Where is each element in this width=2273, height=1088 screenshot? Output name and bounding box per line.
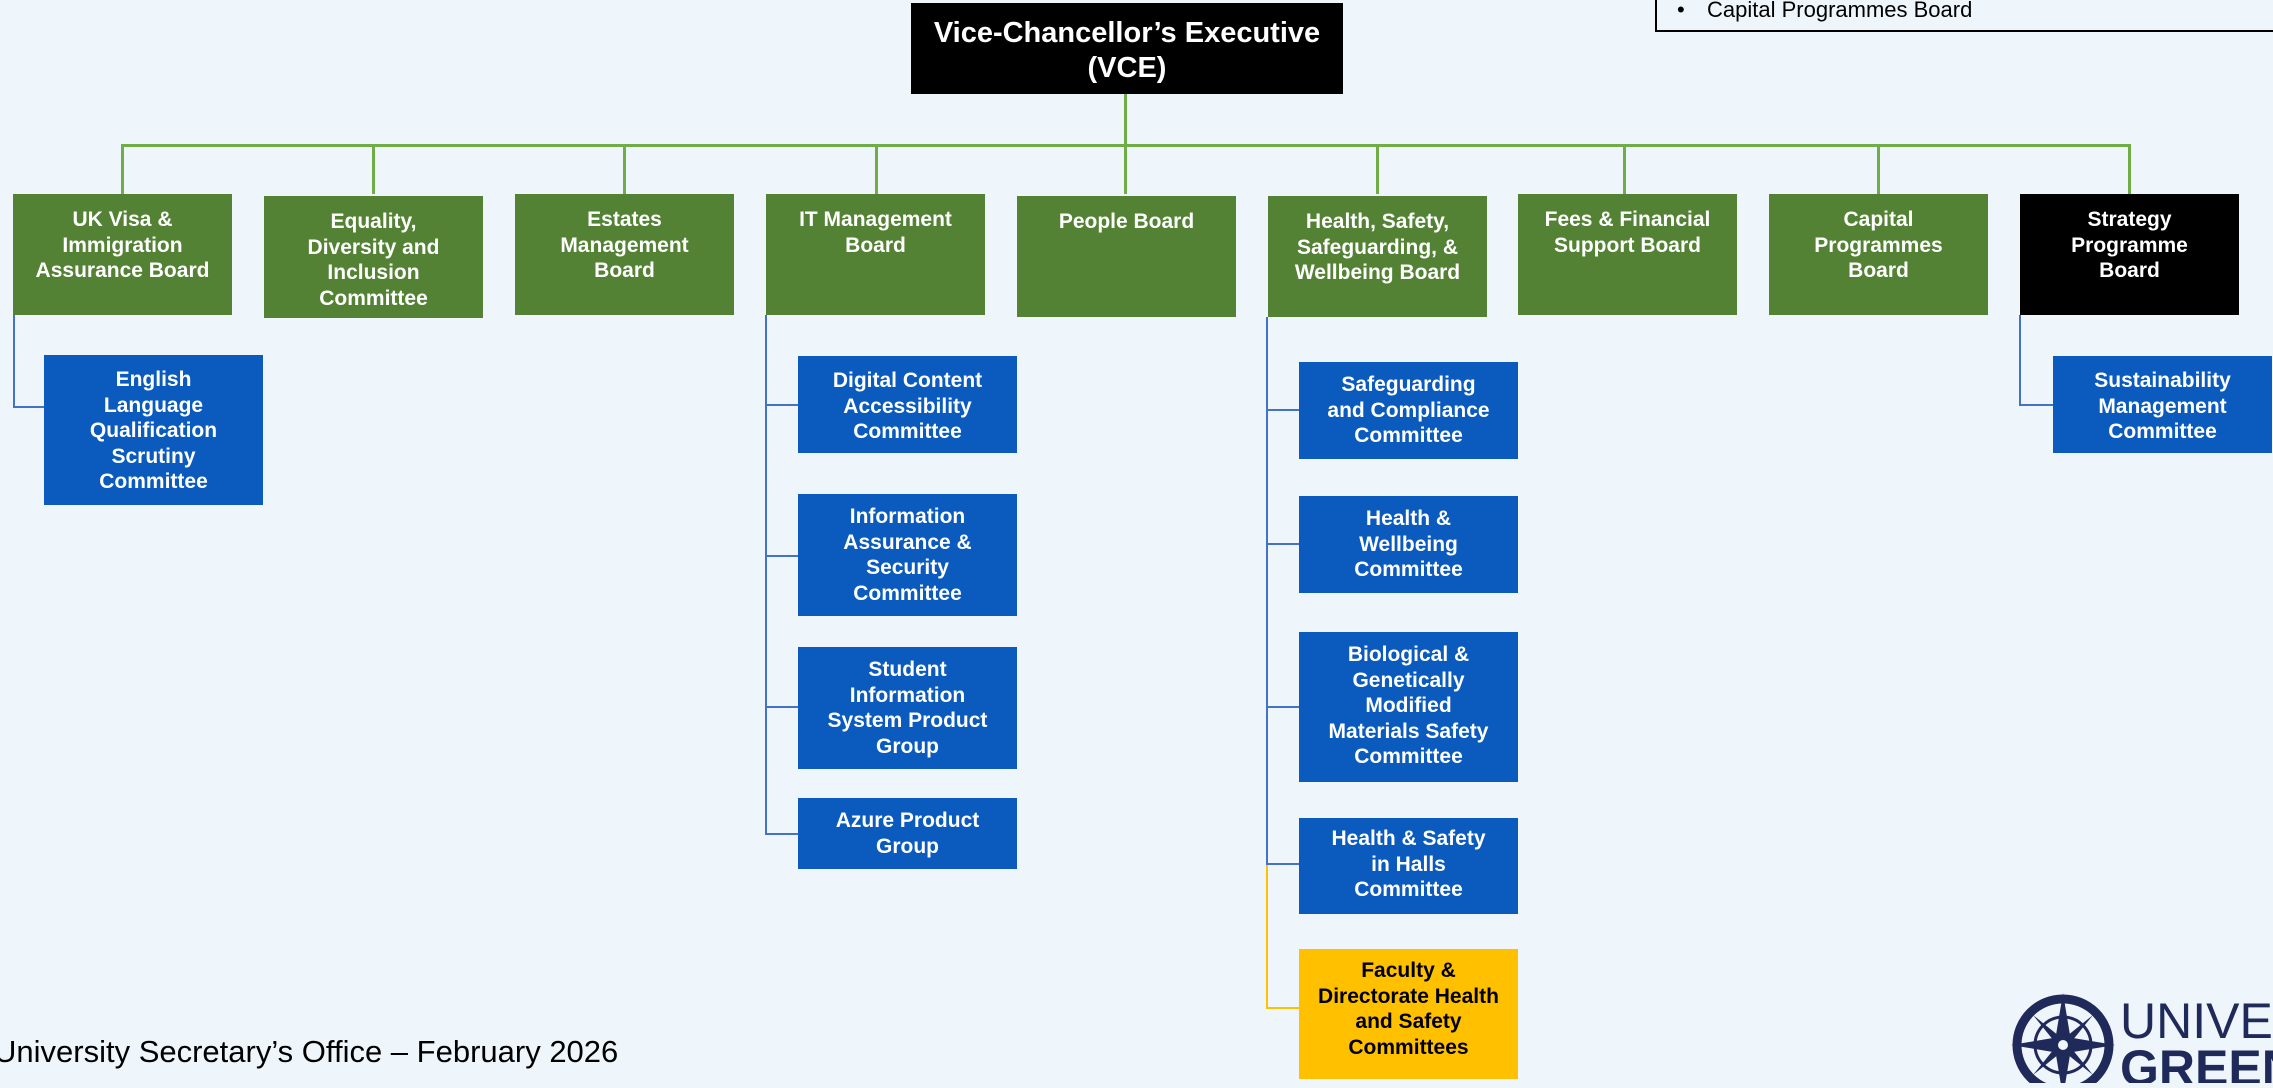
connector-board-7 — [1623, 144, 1626, 194]
connector-board-4 — [875, 144, 878, 194]
legend-box: •Capital Programmes Board — [1655, 0, 2273, 32]
board-capital-programmes: Capital Programmes Board — [1769, 194, 1988, 315]
committee-health-safety-halls: Health & Safety in Halls Committee — [1299, 818, 1518, 914]
connector-it-branch-3 — [765, 706, 798, 708]
connector-it-branch-1 — [765, 404, 798, 406]
board-uk-visa: UK Visa & Immigration Assurance Board — [13, 194, 232, 315]
board-it-management: IT Management Board — [766, 194, 985, 315]
connector-it-trunk — [765, 315, 767, 835]
committee-sustainability: Sustainability Management Committee — [2053, 356, 2272, 453]
connector-it-branch-2 — [765, 555, 798, 557]
svg-text:GREENWICH: GREENWICH — [2120, 1040, 2273, 1083]
bullet-icon: • — [1677, 0, 1685, 22]
footer-text: University Secretary’s Office – February… — [0, 1034, 619, 1069]
committee-faculty-directorate: Faculty & Directorate Health and Safety … — [1299, 949, 1518, 1079]
university-logo: UNIVERSITY OF GREENWICH — [1998, 983, 2273, 1088]
board-estates: Estates Management Board — [515, 194, 734, 315]
connector-hs-branch-5 — [1266, 1007, 1299, 1009]
connector-board-8 — [1877, 144, 1880, 194]
committee-student-information: Student Information System Product Group — [798, 647, 1017, 769]
connector-board-5 — [1124, 144, 1127, 194]
board-fees-financial: Fees & Financial Support Board — [1518, 194, 1737, 315]
connector-hs-branch-3 — [1266, 706, 1299, 708]
connector-it-branch-4 — [765, 833, 798, 835]
vce-abbreviation: (VCE) — [1087, 52, 1167, 84]
connector-hs-trunk-yellow — [1266, 865, 1268, 1009]
svg-text:UNIVERSITY OF: UNIVERSITY OF — [2120, 993, 2273, 1049]
committee-azure-product: Azure Product Group — [798, 798, 1017, 869]
connector-hs-branch-1 — [1266, 409, 1299, 411]
connector-board-3 — [623, 144, 626, 194]
board-strategy-programme: Strategy Programme Board — [2020, 194, 2239, 315]
board-health-safety: Health, Safety, Safeguarding, & Wellbein… — [1268, 196, 1487, 317]
vce-root-box: Vice-Chancellor’s Executive (VCE) — [911, 3, 1343, 94]
legend-item: •Capital Programmes Board — [1677, 0, 1972, 23]
connector-ukvisa-trunk — [13, 315, 15, 408]
connector-hs-branch-2 — [1266, 543, 1299, 545]
connector-strategy-trunk — [2019, 315, 2021, 406]
connector-board-6 — [1376, 144, 1379, 194]
committee-digital-content: Digital Content Accessibility Committee — [798, 356, 1017, 453]
committee-health-wellbeing: Health & Wellbeing Committee — [1299, 496, 1518, 593]
connector-board-2 — [372, 144, 375, 194]
connector-hs-branch-4 — [1266, 863, 1299, 865]
connector-root-stem — [1124, 94, 1127, 147]
vce-title: Vice-Chancellor’s Executive — [933, 17, 1321, 49]
connector-hs-trunk — [1266, 317, 1268, 865]
connector-ukvisa-branch — [13, 406, 44, 408]
board-equality-diversity: Equality, Diversity and Inclusion Commit… — [264, 196, 483, 318]
committee-english-language: English Language Qualification Scrutiny … — [44, 355, 263, 505]
committee-information-assurance: Information Assurance & Security Committ… — [798, 494, 1017, 616]
connector-board-1 — [121, 144, 124, 194]
connector-board-9 — [2128, 144, 2131, 194]
committee-biological-gm: Biological & Genetically Modified Materi… — [1299, 632, 1518, 782]
board-people: People Board — [1017, 196, 1236, 317]
connector-strategy-branch — [2019, 404, 2054, 406]
compass-star-icon: UNIVERSITY OF GREENWICH — [2011, 993, 2273, 1088]
committee-safeguarding-compliance: Safeguarding and Compliance Committee — [1299, 362, 1518, 459]
